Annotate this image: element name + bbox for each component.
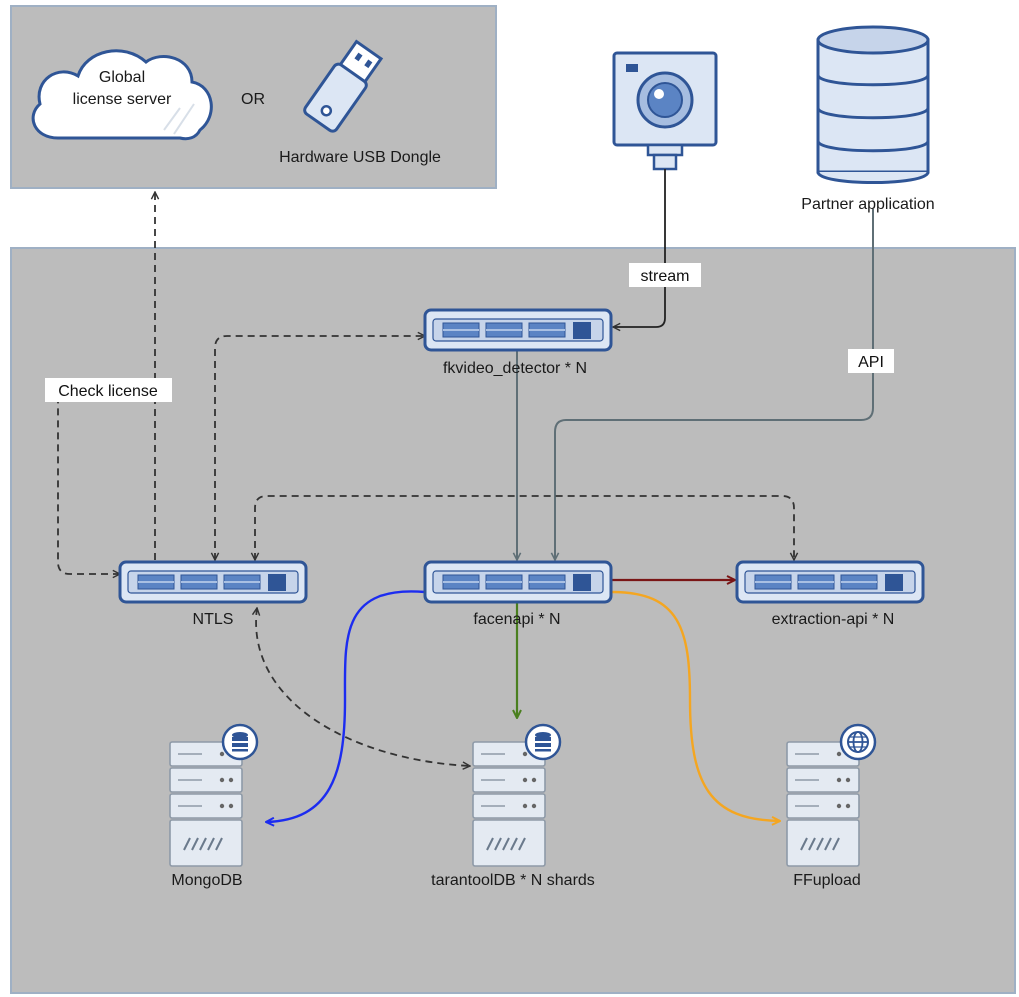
ntls-tarantool-edge (256, 608, 470, 766)
mongodb-server (169, 741, 243, 867)
facenapi-label: facenapi * N (473, 611, 560, 628)
ffupload-server (786, 741, 860, 867)
mongodb-label: MongoDB (171, 872, 242, 889)
stream-edge (613, 169, 666, 327)
ntls-extraction-edge (255, 495, 794, 560)
or-text: OR (241, 91, 265, 108)
extraction-label: extraction-api * N (772, 611, 895, 628)
api-edge (555, 209, 874, 560)
dongle-label: Hardware USB Dongle (279, 149, 441, 166)
tarantool-server (472, 741, 546, 867)
check-license-edge-side (57, 380, 120, 574)
facenapi-mongodb-edge (266, 590, 426, 822)
check-license-label: Check license (45, 378, 172, 402)
ntls-server (118, 560, 308, 604)
extraction-api-server (735, 560, 925, 604)
mongodb-database-icon (221, 723, 259, 761)
ntls-fkvideo-edge (215, 336, 425, 560)
partner-database-icon (816, 25, 930, 184)
facenapi-server (423, 560, 613, 604)
facenapi-ffupload-edge (611, 590, 780, 821)
stream-label: stream (629, 263, 701, 287)
cloud-label-line2: license server (73, 91, 172, 108)
fkvideo-detector-server (423, 308, 613, 352)
partner-label: Partner application (801, 196, 934, 213)
api-label-text: API (858, 354, 884, 371)
ntls-label: NTLS (193, 611, 234, 628)
camera-icon (612, 51, 718, 171)
cloud-label-line1: Global (99, 69, 145, 86)
tarantool-database-icon (524, 723, 562, 761)
fkvideo-label: fkvideo_detector * N (443, 360, 587, 377)
ffupload-label: FFupload (793, 872, 861, 889)
cloud-icon (31, 49, 213, 141)
stream-label-text: stream (641, 268, 690, 285)
system-panel (10, 247, 1016, 994)
check-license-label-text: Check license (58, 383, 158, 400)
globe-icon (839, 723, 877, 761)
tarantool-label: tarantoolDB * N shards (431, 872, 595, 889)
usb-dongle-icon (303, 39, 384, 133)
api-label: API (848, 349, 894, 373)
